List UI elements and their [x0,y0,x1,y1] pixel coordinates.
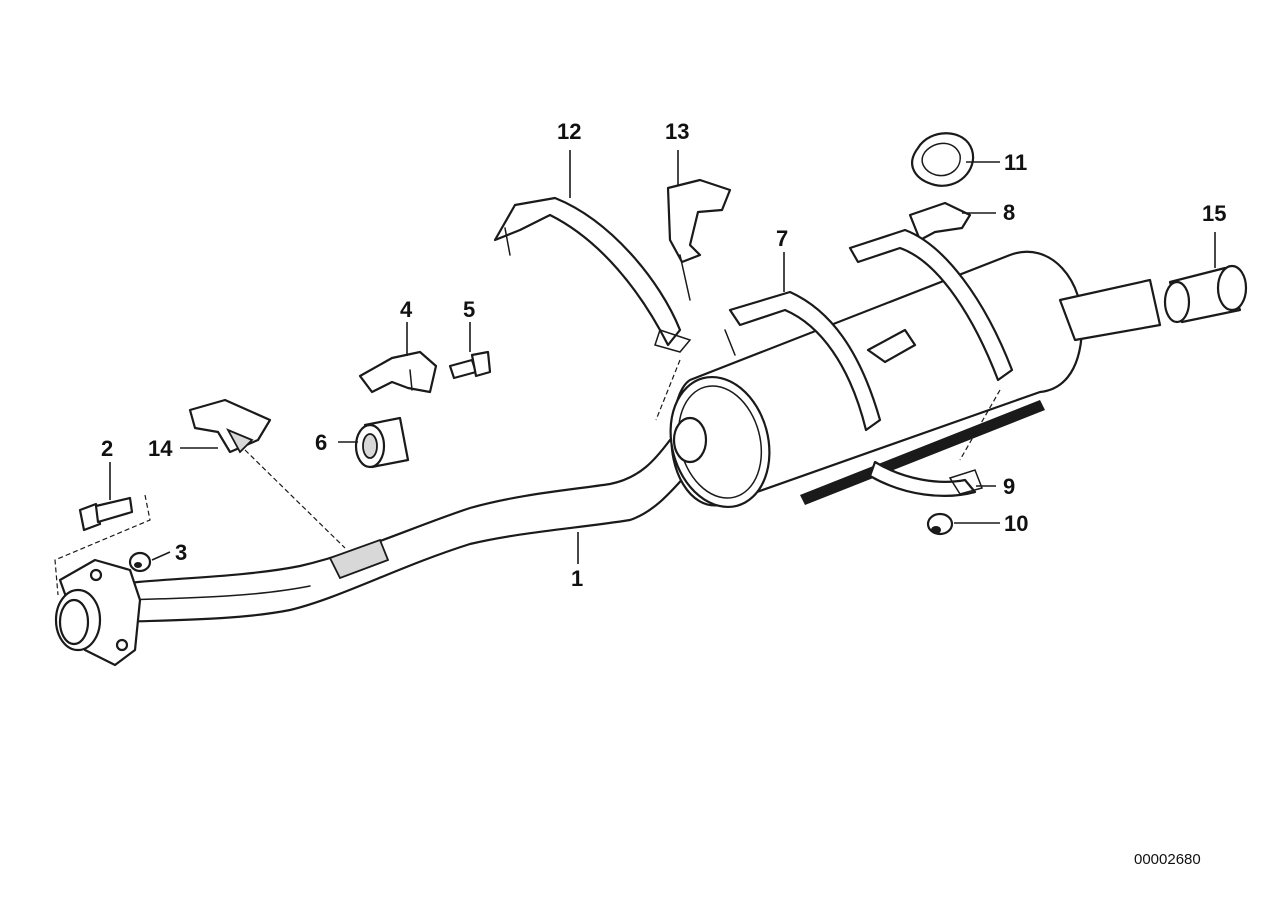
clamp-strap-12 [493,196,692,353]
callout-3: 3 [175,540,187,565]
callout-9: 9 [1003,474,1015,499]
callout-5: 5 [463,297,475,322]
assembly-line [655,359,681,421]
bracket-4 [358,350,438,394]
leader-lines [109,150,1216,564]
assembly-line [959,389,1001,461]
bracket-13 [666,178,732,301]
bushing-6 [354,416,410,469]
diagram-reference-number: 00002680 [1134,851,1201,868]
callout-12: 12 [557,119,581,144]
callout-2: 2 [101,436,113,461]
callout-8: 8 [1003,200,1015,225]
callout-7: 7 [776,226,788,251]
clamp-lower-9 [868,460,984,497]
nut-10 [926,512,954,536]
callout-14: 14 [148,436,173,461]
callout-15: 15 [1202,201,1226,226]
bracket-14 [188,398,346,549]
nut-3 [128,551,152,573]
clamp-band-7 [724,290,882,432]
bolt-2 [54,494,151,596]
tailpipe-sleeve [1163,264,1248,324]
bracket-8 [848,201,1014,382]
callout-6: 6 [315,430,327,455]
callout-1: 1 [571,566,583,591]
callout-11: 11 [1004,150,1027,175]
gasket-11 [911,132,975,187]
pipe-flange [54,558,142,667]
callout-13: 13 [665,119,689,144]
bolt-5 [448,350,492,380]
callout-4: 4 [400,297,413,322]
callout-10: 10 [1004,511,1028,536]
